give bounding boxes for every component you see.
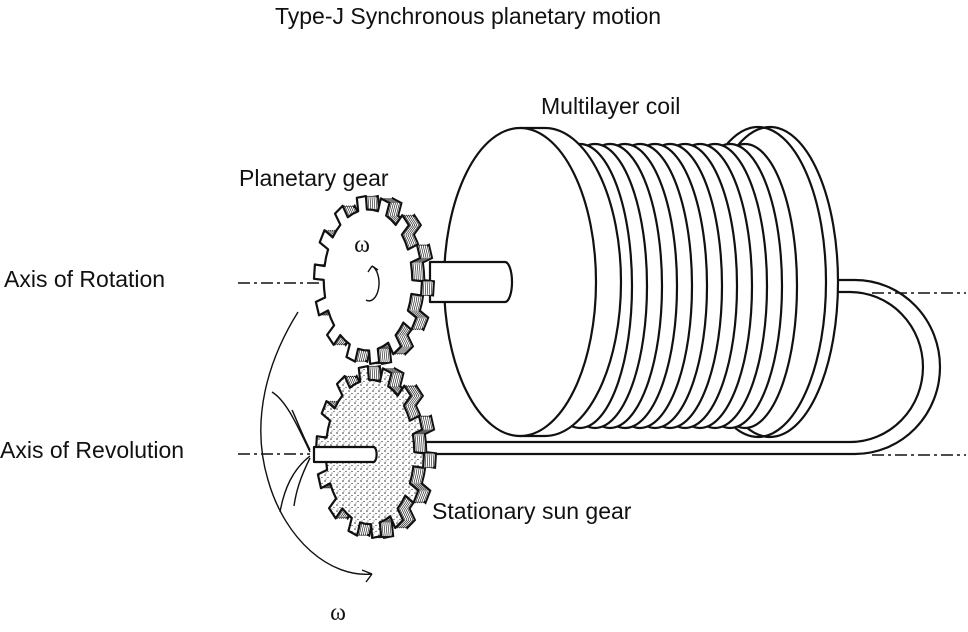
multilayer-coil-label: Multilayer coil — [541, 93, 680, 119]
axis-rotation-label: Axis of Rotation — [4, 266, 165, 292]
flying-lead-tube — [378, 278, 942, 456]
rotation-arrow-icon — [365, 265, 380, 302]
planetary-gear — [312, 194, 436, 366]
axis-revolution-label: Axis of Revolution — [0, 437, 184, 463]
omega-gear-label: ω — [354, 232, 370, 258]
planetary-gear-label: Planetary gear — [239, 165, 389, 191]
sun-gear-label: Stationary sun gear — [432, 498, 632, 524]
diagram-title: Type-J Synchronous planetary motion — [275, 3, 661, 29]
omega-revolution-label: ω — [330, 600, 346, 626]
revolution-arrow-icon — [260, 311, 373, 583]
multilayer-coil — [428, 125, 840, 439]
